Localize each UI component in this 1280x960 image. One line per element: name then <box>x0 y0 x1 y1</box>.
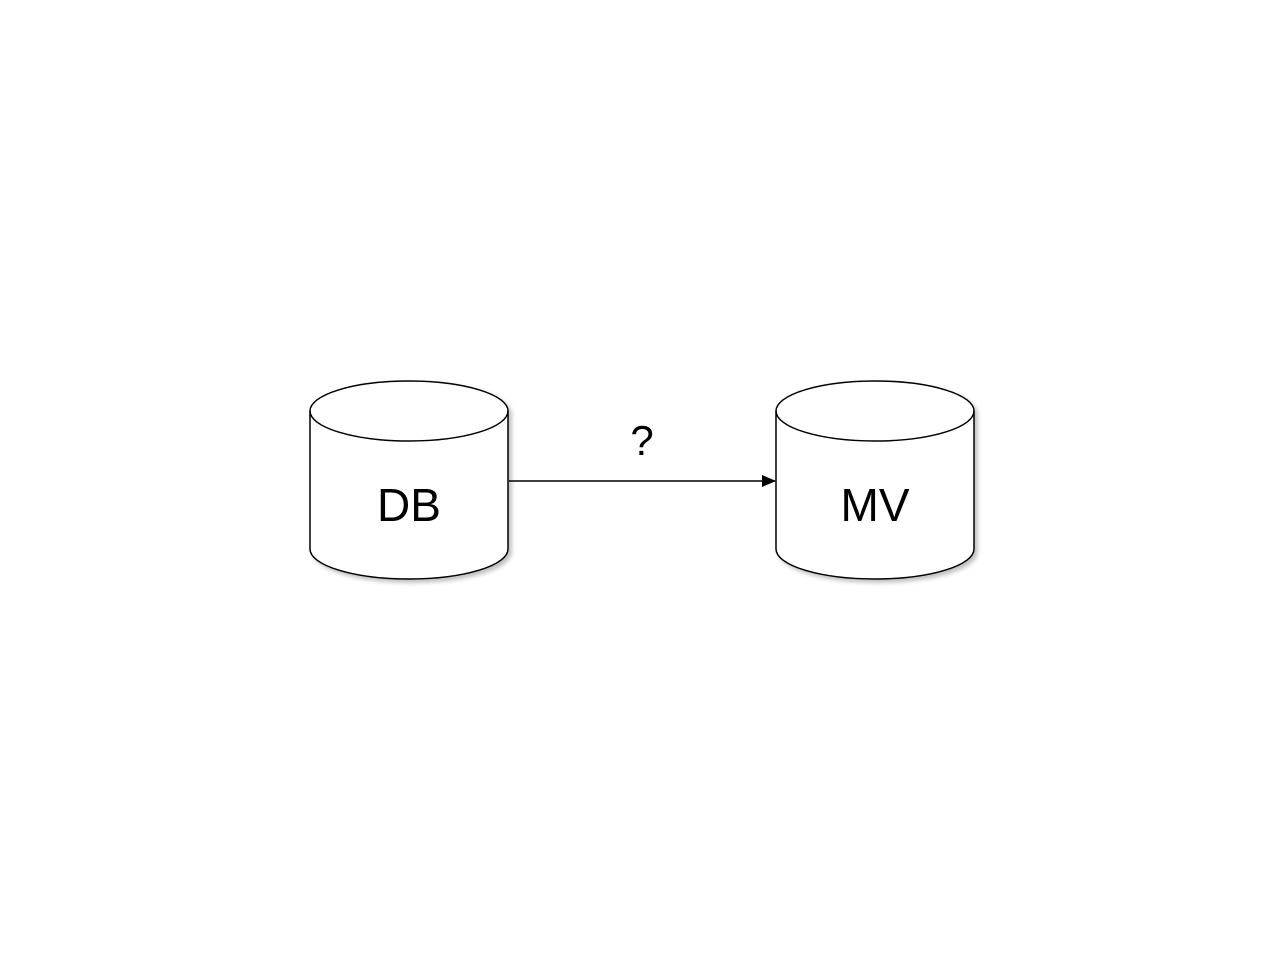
arrow-label: ? <box>630 417 653 464</box>
mv-cylinder-top-rim <box>775 410 975 442</box>
db-label: DB <box>377 479 441 531</box>
mv-cylinder[interactable]: MV <box>775 380 975 580</box>
mv-label: MV <box>841 479 910 531</box>
db-cylinder-top-rim <box>309 410 509 442</box>
db-cylinder-shape <box>309 380 509 580</box>
mv-cylinder-shape <box>775 380 975 580</box>
db-to-mv-arrow[interactable]: ? <box>509 417 776 487</box>
db-cylinder[interactable]: DB <box>309 380 509 580</box>
